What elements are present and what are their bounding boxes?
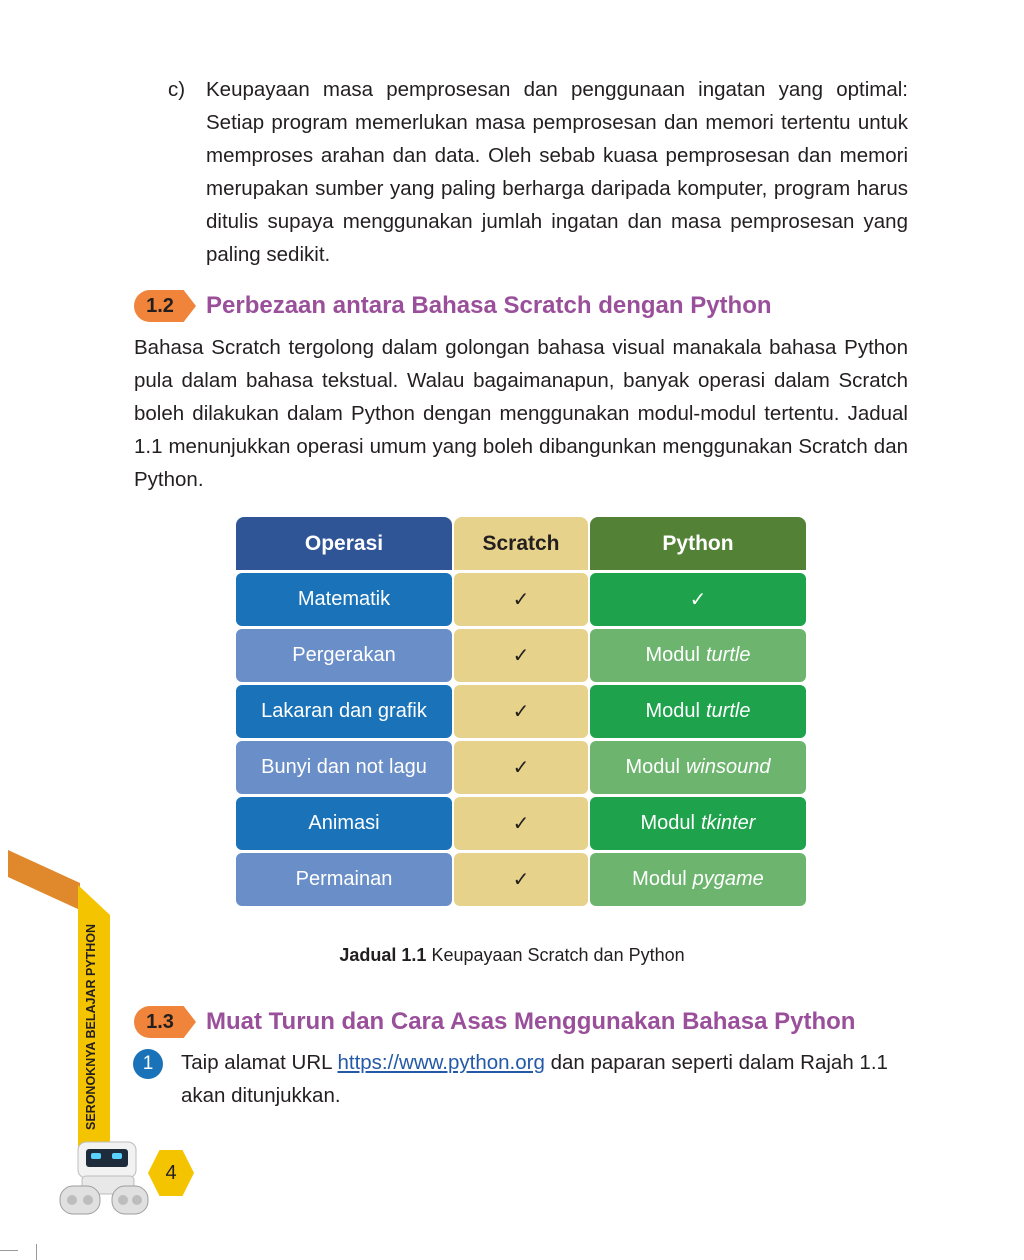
python-cell: Modul turtle	[590, 685, 806, 738]
python-cell: ✓	[590, 573, 806, 626]
table-caption: Jadual 1.1 Keupayaan Scratch dan Python	[0, 945, 1024, 966]
crop-mark	[0, 1250, 18, 1251]
module-name: winsound	[685, 756, 771, 778]
step-text-before: Taip alamat URL	[181, 1051, 338, 1074]
section-title: Perbezaan antara Bahasa Scratch dengan P…	[206, 292, 772, 319]
page-number: 4	[148, 1150, 194, 1196]
check-mark: ✓	[454, 797, 588, 850]
check-mark: ✓	[689, 589, 707, 611]
section-title: Muat Turun dan Cara Asas Menggunakan Bah…	[206, 1008, 856, 1035]
module-name: turtle	[706, 644, 751, 666]
operation-cell: Animasi	[236, 797, 452, 850]
python-url-link[interactable]: https://www.python.org	[337, 1051, 545, 1074]
table-row: Pergerakan ✓ Modul turtle	[236, 629, 808, 682]
operation-cell: Matematik	[236, 573, 452, 626]
module-prefix: Modul	[645, 644, 700, 666]
list-item-label: c)	[168, 78, 186, 101]
module-prefix: Modul	[640, 812, 695, 834]
comparison-table: Operasi Scratch Python Matematik ✓ ✓ Per…	[236, 517, 808, 909]
check-mark: ✓	[454, 685, 588, 738]
module-name: pygame	[692, 868, 764, 890]
check-mark: ✓	[454, 741, 588, 794]
operation-cell: Pergerakan	[236, 629, 452, 682]
operation-cell: Bunyi dan not lagu	[236, 741, 452, 794]
module-name: turtle	[706, 700, 751, 722]
table-caption-label: Jadual 1.1	[339, 945, 427, 965]
table-header-cell: Operasi	[236, 517, 452, 570]
module-prefix: Modul	[645, 700, 700, 722]
table-header-row: Operasi Scratch Python	[236, 517, 808, 570]
table-header-cell: Scratch	[454, 517, 588, 570]
section-number-badge: 1.2	[134, 290, 196, 322]
table-caption-text: Keupayaan Scratch dan Python	[431, 945, 685, 965]
table-row: Animasi ✓ Modul tkinter	[236, 797, 808, 850]
step-text-after: dan paparan seperti dalam Rajah 1.1 akan…	[181, 1051, 888, 1107]
operation-cell: Lakaran dan grafik	[236, 685, 452, 738]
module-name: tkinter	[701, 812, 756, 834]
table-header-cell: Python	[590, 517, 806, 570]
python-cell: Modul tkinter	[590, 797, 806, 850]
crop-mark	[36, 1244, 37, 1260]
step-number-badge: 1	[133, 1049, 163, 1079]
operation-cell: Permainan	[236, 853, 452, 906]
check-mark: ✓	[454, 853, 588, 906]
side-band-text: SERONOKNYA BELAJAR PYTHON	[84, 923, 98, 1130]
list-item-text: Keupayaan masa pemprosesan dan penggunaa…	[206, 78, 908, 266]
side-band-orange	[8, 850, 80, 910]
step-text: Taip alamat URL https://www.python.org d…	[181, 1046, 908, 1112]
python-cell: Modul turtle	[590, 629, 806, 682]
side-band-yellow	[78, 885, 110, 1150]
list-item-c: c) Keupayaan masa pemprosesan dan penggu…	[168, 73, 908, 271]
table-row: Lakaran dan grafik ✓ Modul turtle	[236, 685, 808, 738]
section-number-badge: 1.3	[134, 1006, 196, 1038]
section-body: Bahasa Scratch tergolong dalam golongan …	[134, 336, 908, 491]
check-mark: ✓	[454, 573, 588, 626]
module-prefix: Modul	[632, 868, 687, 890]
table-row: Matematik ✓ ✓	[236, 573, 808, 626]
robot-icon	[59, 1141, 149, 1215]
check-mark: ✓	[454, 629, 588, 682]
module-prefix: Modul	[625, 756, 680, 778]
